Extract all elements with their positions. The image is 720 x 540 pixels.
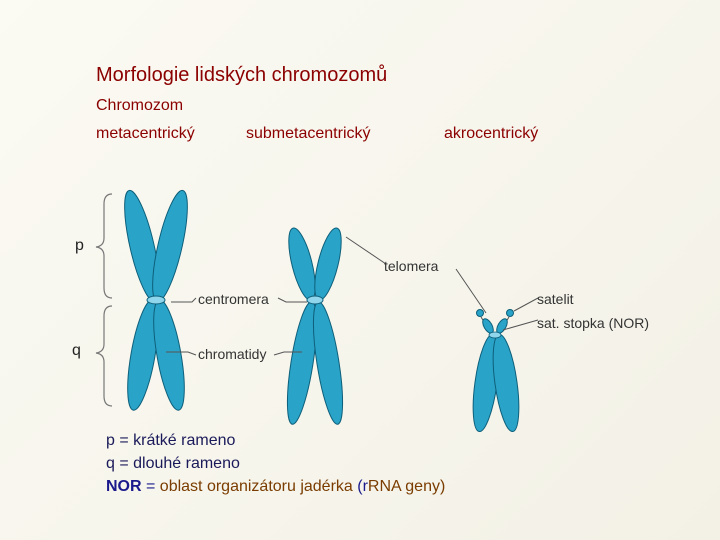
centromera-leader [277,297,307,303]
nor-desc: oblast organizátoru jadérka [159,478,353,495]
satellite [506,309,514,317]
submetacentric-chromosome [286,227,344,425]
nor-paren: (r [352,478,368,495]
q-brace [95,305,113,407]
chromosome-heading: Chromozom [96,97,184,114]
page-title: Morfologie lidských chromozomů [96,64,388,86]
centromera-leader [171,297,197,303]
nor-rna: RNA geny) [367,478,446,495]
legend-p: p = krátké rameno [106,432,236,449]
satelit-label: satelit [537,291,574,307]
telomera-leader [345,236,387,265]
acrocentric-chromosome [472,309,520,433]
chromatid-arm [314,227,342,301]
sat-stopka-label: sat. stopka (NOR) [537,315,650,331]
centromere [488,331,502,339]
type-acrocentric: akrocentrický [444,125,539,142]
p-brace [95,193,113,299]
centromere [146,295,166,305]
satellite [476,309,484,317]
centromere [306,295,324,305]
p-arm-label: p [75,237,84,254]
chromatidy-leader [166,351,197,356]
type-submetacentric: submetacentrický [246,125,371,142]
metacentric-chromosome [124,189,188,411]
telomera-leader [455,268,487,314]
satelit-leader [513,297,539,312]
telomera-label: telomera [384,258,439,274]
q-arm-label: q [72,342,81,359]
centromera-label: centromera [198,291,269,307]
type-metacentric: metacentrický [96,125,195,142]
stopka-leader [502,319,539,331]
chromatidy-label: chromatidy [198,346,267,362]
legend-nor: NOR = oblast organizátoru jadérka (rRNA … [106,478,445,496]
nor-abbr: NOR [106,478,142,495]
legend-q: q = dlouhé rameno [106,455,240,472]
nor-eq: = [141,478,160,495]
chromatidy-leader [273,351,302,356]
